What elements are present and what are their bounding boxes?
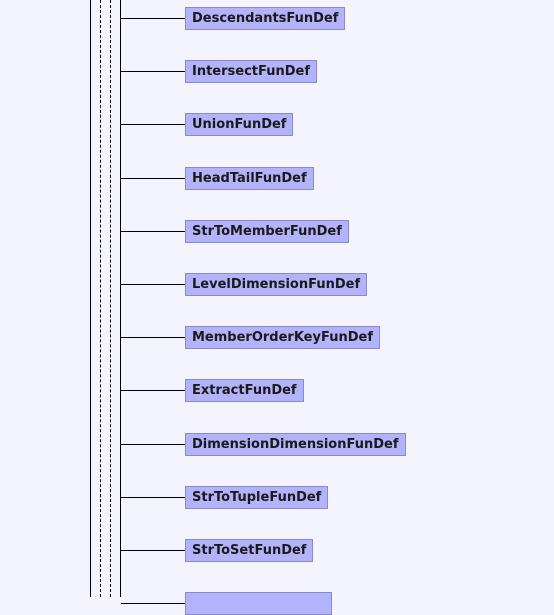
class-node[interactable]: StrToTupleFunDef <box>185 486 329 509</box>
class-node[interactable]: LevelDimensionFunDef <box>185 273 368 296</box>
connector-line <box>121 284 185 285</box>
connector-line <box>121 337 185 338</box>
tree-branch-line <box>120 0 121 597</box>
class-node[interactable] <box>185 592 332 615</box>
connector-line <box>121 18 185 19</box>
class-node[interactable]: MemberOrderKeyFunDef <box>185 326 380 349</box>
tree-dashed-line <box>100 0 101 597</box>
class-node[interactable]: UnionFunDef <box>185 113 294 136</box>
connector-line <box>121 178 185 179</box>
class-node[interactable]: DimensionDimensionFunDef <box>185 433 406 456</box>
tree-dashed-line <box>110 0 111 597</box>
class-node[interactable]: IntersectFunDef <box>185 60 318 83</box>
connector-line <box>121 444 185 445</box>
connector-line <box>121 603 185 604</box>
connector-line <box>121 71 185 72</box>
class-node[interactable]: StrToMemberFunDef <box>185 220 349 243</box>
connector-line <box>121 390 185 391</box>
connector-line <box>121 231 185 232</box>
class-node[interactable]: DescendantsFunDef <box>185 7 346 30</box>
class-node[interactable]: ExtractFunDef <box>185 379 304 402</box>
connector-line <box>121 497 185 498</box>
connector-line <box>121 124 185 125</box>
connector-line <box>121 550 185 551</box>
tree-trunk-line <box>90 0 91 597</box>
class-node[interactable]: StrToSetFunDef <box>185 539 314 562</box>
class-node[interactable]: HeadTailFunDef <box>185 167 314 190</box>
